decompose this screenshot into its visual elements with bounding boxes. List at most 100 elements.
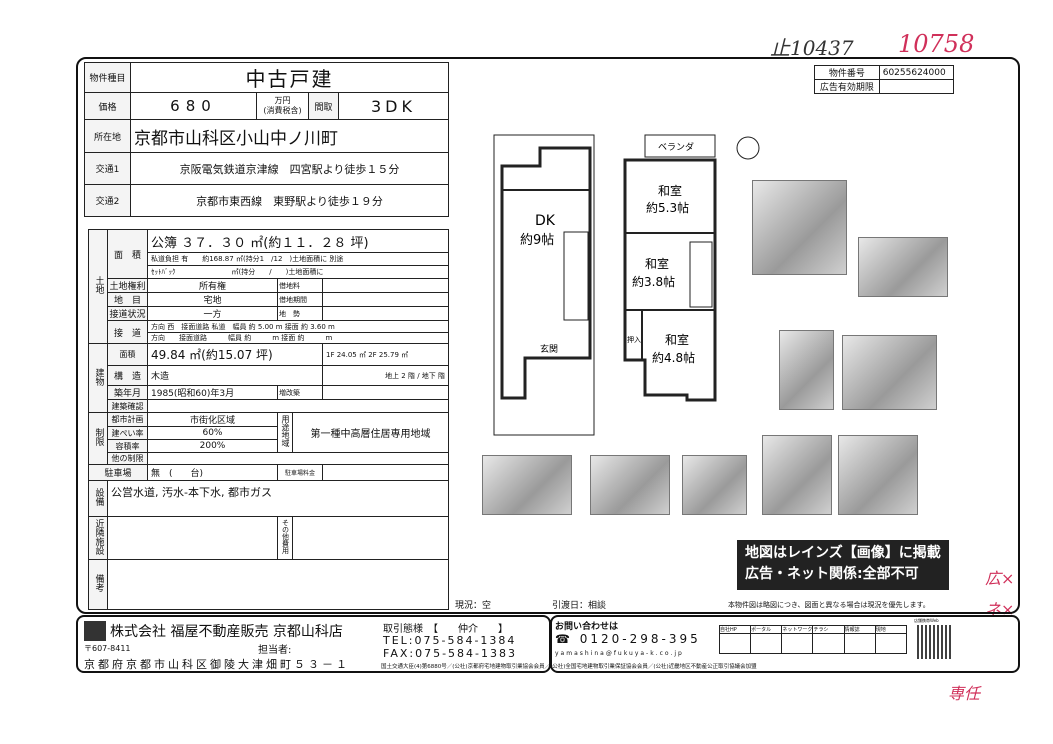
building-area: 49.84 ㎡(約15.07 坪) bbox=[147, 343, 323, 366]
location-label: 所在地 bbox=[84, 119, 131, 153]
land-section: 土地 bbox=[93, 276, 104, 294]
rights-label: 土地権利 bbox=[107, 278, 148, 293]
handwritten-number: 10758 bbox=[898, 30, 975, 58]
price: 680 bbox=[130, 92, 257, 120]
building-coverage: 60% bbox=[147, 426, 278, 440]
media-header: 現地 bbox=[874, 625, 908, 634]
building-area-label: 面積 bbox=[107, 343, 148, 366]
dk-size: 約9帖 bbox=[520, 233, 554, 248]
location: 京都市山科区小山中ノ川町 bbox=[130, 119, 449, 153]
facilities-label: 設備 bbox=[93, 488, 104, 506]
other-cost-label: その他費用 bbox=[281, 519, 290, 554]
dk-label: DK bbox=[535, 213, 556, 229]
media-header: チラシ bbox=[812, 625, 845, 634]
postal-code: 〒607-8411 bbox=[84, 644, 131, 653]
floor-areas: 1F 24.05 ㎡ 2F 25.79 ㎡ bbox=[322, 343, 449, 366]
company-address: 京都府京都市山科区御陵大津畑町５３－１ bbox=[84, 658, 350, 671]
room1-size: 約5.3帖 bbox=[646, 200, 689, 215]
traffic-label: 交通1 bbox=[84, 152, 131, 185]
notice-line: 広告・ネット関係:全部不可 bbox=[745, 566, 919, 582]
hallway-photo bbox=[762, 435, 832, 515]
layout: 3DK bbox=[338, 92, 449, 120]
far-label: 容積率 bbox=[107, 439, 148, 453]
kitchen-photo bbox=[779, 330, 834, 410]
road-1: 方向 西 接面道路 私道 幅員 約 5.00 m 接面 約 3.60 m bbox=[147, 320, 449, 333]
confirm-label: 建築確認 bbox=[107, 399, 148, 413]
room2-size: 約3.8帖 bbox=[632, 274, 675, 289]
closet-label: 押入 bbox=[627, 335, 641, 344]
freedial-number: 0120-298-395 bbox=[579, 632, 701, 646]
built-label: 築年月 bbox=[107, 385, 148, 400]
media-header: 情報誌 bbox=[843, 625, 876, 634]
bcr-label: 建ぺい率 bbox=[107, 426, 148, 440]
tax-note: (消費税含) bbox=[263, 106, 302, 115]
handwritten-note: 広× bbox=[985, 569, 1015, 588]
company-name: 株式会社 福屋不動産販売 京都山科店 bbox=[110, 624, 343, 640]
toilet-photo bbox=[838, 435, 918, 515]
property-no: 60255624000 bbox=[878, 65, 955, 80]
veranda-label: ベランダ bbox=[658, 141, 694, 153]
renovation-label: 増改築 bbox=[277, 385, 323, 400]
stories: 地上 2 階 / 地下 階 bbox=[322, 365, 449, 386]
zone-label: 用途地域 bbox=[281, 415, 290, 447]
media-header: ポータル bbox=[750, 625, 783, 634]
bath-photo bbox=[682, 455, 747, 515]
handover-date: 引渡日：相談 bbox=[552, 601, 607, 611]
road-access: 一方 bbox=[147, 306, 278, 321]
handwritten-note: ネ× bbox=[985, 600, 1015, 619]
terrain-label: 地 勢 bbox=[277, 306, 323, 321]
parking-fee-label: 駐車場料金 bbox=[277, 464, 323, 481]
land-area: 公簿 ３７．３０ ㎡(約１１．２８ 坪) bbox=[147, 229, 449, 253]
disclaimer: 本物件図は略図につき、図面と異なる場合は現況を優先します。 bbox=[728, 601, 930, 609]
layout-label: 間取 bbox=[308, 92, 339, 120]
email[interactable]: yamashina@fukuya-k.co.jp bbox=[555, 650, 684, 657]
price-unit: 万円 bbox=[274, 96, 291, 105]
road-2: 方向 接面道路 幅員 約 m 接面 約 m bbox=[147, 332, 449, 344]
inquiry-label: お問い合わせは bbox=[555, 622, 619, 632]
road-label: 接 道 bbox=[107, 320, 148, 344]
land-category: 宅地 bbox=[147, 292, 278, 307]
entrance-label: 玄関 bbox=[540, 343, 558, 355]
zoning: 第一種中高層住居専用地域 bbox=[292, 412, 449, 453]
expiry-label: 広告有効期限 bbox=[814, 79, 880, 94]
lease-fee-label: 借地料 bbox=[277, 278, 323, 293]
property-type: 中古戸建 bbox=[130, 62, 449, 93]
handwritten-ref: 止10437 bbox=[770, 36, 854, 60]
floor-area-ratio: 200% bbox=[147, 439, 278, 453]
media-header: ネットワーク bbox=[781, 625, 814, 634]
city-plan: 市街化区域 bbox=[147, 412, 278, 427]
room3-label: 和室 bbox=[665, 332, 689, 347]
restrictions-section: 制限 bbox=[93, 428, 104, 446]
qr-label: 店舗携帯Web bbox=[914, 618, 939, 623]
qr-code-icon[interactable] bbox=[917, 625, 951, 659]
private-road: 私道負担 有 約168.87 ㎡(持分1 /12 )土地面積に 別途 bbox=[147, 252, 449, 266]
built-date: 1985(昭和60)年3月 bbox=[147, 385, 278, 400]
media-header: 自社HP bbox=[718, 625, 752, 634]
company-logo-icon bbox=[84, 621, 106, 641]
room-photo bbox=[590, 455, 670, 515]
current-status: 現況：空 bbox=[455, 601, 492, 611]
license-info: 国土交通大臣(4)第6880号／(公社)京都府宅地建物取引業協会会員／(公社)全… bbox=[381, 664, 757, 670]
remarks-label: 備考 bbox=[93, 574, 104, 592]
price-label: 価格 bbox=[84, 92, 131, 120]
access-label: 接道状況 bbox=[107, 306, 148, 321]
land-area-label: 面 積 bbox=[107, 229, 148, 279]
fax: FAX:075-584-1383 bbox=[383, 647, 518, 660]
transaction-type: 取引態様 【 仲介 】 bbox=[383, 624, 508, 635]
traffic-2: 京都市東西線 東野駅より徒歩１９分 bbox=[130, 184, 449, 217]
street-photo bbox=[858, 237, 948, 297]
traffic-1: 京阪電気鉄道京津線 四宮駅より徒歩１５分 bbox=[130, 152, 449, 185]
type-label: 物件種目 bbox=[84, 62, 131, 93]
phone[interactable]: TEL:075-584-1384 bbox=[383, 634, 517, 647]
property-sheet bbox=[76, 57, 1020, 614]
freedial[interactable]: ☎ 0120-298-395 bbox=[555, 632, 701, 646]
lease-term-label: 借地期間 bbox=[277, 292, 323, 307]
facilities: 公営水道, 汚水-本下水, 都市ガス bbox=[107, 480, 449, 517]
staff-label: 担当者: bbox=[258, 645, 292, 656]
floor-plan: ベランダ DK 約9帖 和室 約5.3帖 和室 約3.8帖 和室 約4.8帖 押… bbox=[493, 134, 760, 436]
nearby-label: 近隣施設 bbox=[93, 518, 104, 555]
land-rights: 所有権 bbox=[147, 278, 278, 293]
detail-table: 土地面 積公簿 ３７．３０ ㎡(約１１．２８ 坪) 私道負担 有 約168.87… bbox=[88, 229, 449, 610]
